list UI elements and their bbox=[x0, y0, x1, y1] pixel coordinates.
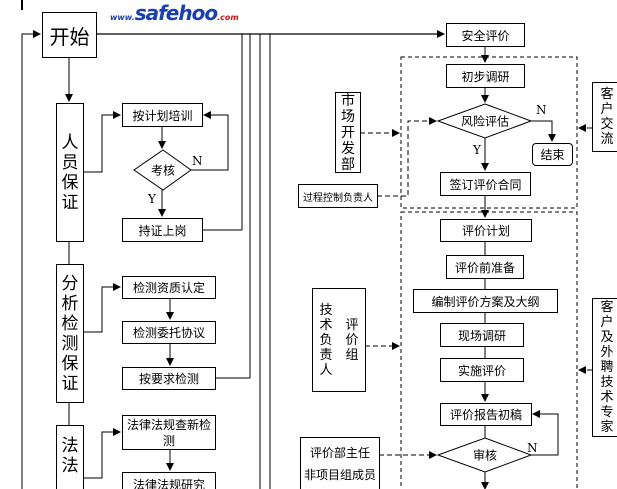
customer-comm-box[interactable]: 客户交流 bbox=[592, 82, 617, 152]
return-arrow bbox=[21, 30, 41, 489]
dept-head-box[interactable]: 评价部主任 非项目组成员 bbox=[300, 437, 380, 489]
process-owner-box[interactable]: 过程控制负责人 bbox=[298, 184, 378, 208]
law-assurance-label: 法法 bbox=[61, 436, 79, 476]
dept-head-label: 评价部主任 bbox=[309, 446, 370, 460]
customer-comm-label: 客户交流 bbox=[600, 87, 614, 147]
watermark-prefix: www. bbox=[110, 13, 135, 22]
watermark-brand: safehoo bbox=[134, 1, 218, 25]
risk-no-label: N bbox=[536, 103, 547, 117]
end-box[interactable]: 结束 bbox=[532, 143, 573, 166]
testing-assurance-box[interactable]: 分析检测保证 bbox=[56, 264, 84, 403]
step-qualification[interactable]: 检测资质认定 bbox=[122, 276, 216, 299]
step-implement-eval[interactable]: 实施评价 bbox=[440, 358, 524, 382]
step-certified[interactable]: 持证上岗 bbox=[122, 218, 203, 242]
customer-experts-label: 客户及外聘技术专家 bbox=[600, 300, 614, 435]
start-box[interactable]: 开始 bbox=[42, 12, 97, 58]
decision-assess bbox=[133, 149, 192, 191]
decision-risk-label: 风险评估 bbox=[460, 114, 510, 129]
step-preliminary-survey[interactable]: 初步调研 bbox=[446, 64, 525, 88]
step-training[interactable]: 按计划培训 bbox=[122, 103, 203, 127]
risk-yes-label: Y bbox=[473, 143, 481, 157]
safety-eval-box[interactable]: 安全评价 bbox=[446, 23, 525, 47]
watermark-suffix: .com bbox=[217, 13, 239, 22]
step-sign-contract[interactable]: 签订评价合同 bbox=[440, 172, 531, 196]
personnel-assurance-box[interactable]: 人员保证 bbox=[56, 103, 84, 242]
non-member-label: 非项目组成员 bbox=[303, 468, 376, 482]
personnel-assurance-label: 人员保证 bbox=[61, 132, 79, 213]
decision-review-label: 审核 bbox=[472, 448, 498, 463]
market-dept-label: 市场开发部 bbox=[341, 92, 355, 173]
safehoo-watermark-logo: www.safehoo.com bbox=[110, 0, 239, 26]
step-site-survey[interactable]: 现场调研 bbox=[440, 323, 524, 347]
step-testing[interactable]: 按要求检测 bbox=[122, 367, 216, 390]
step-law-check[interactable]: 法律法规查新检测 bbox=[122, 415, 216, 450]
testing-assurance-label: 分析检测保证 bbox=[61, 273, 79, 394]
tech-lead-label: 技术负责人 bbox=[319, 302, 333, 378]
customer-experts-box[interactable]: 客户及外聘技术专家 bbox=[592, 298, 617, 437]
step-eval-plan[interactable]: 评价计划 bbox=[440, 219, 532, 242]
law-assurance-box[interactable]: 法法 bbox=[56, 425, 84, 489]
yes-label: Y bbox=[148, 192, 156, 206]
step-entrust[interactable]: 检测委托协议 bbox=[122, 321, 216, 344]
no-label: N bbox=[192, 154, 203, 168]
review-no-label: N bbox=[527, 441, 538, 455]
market-dept-box[interactable]: 市场开发部 bbox=[335, 92, 361, 173]
decision-assess-label: 考核 bbox=[150, 163, 176, 178]
step-law-research[interactable]: 法律法规研究 bbox=[122, 472, 216, 489]
tech-lead-group-box[interactable]: 技术负责人 评价组 bbox=[312, 288, 366, 392]
step-eval-scheme[interactable]: 编制评价方案及大纲 bbox=[413, 289, 558, 313]
step-draft-report[interactable]: 评价报告初稿 bbox=[440, 403, 532, 426]
eval-group-label: 评价组 bbox=[345, 317, 359, 363]
step-pre-eval-prep[interactable]: 评价前准备 bbox=[446, 255, 524, 279]
